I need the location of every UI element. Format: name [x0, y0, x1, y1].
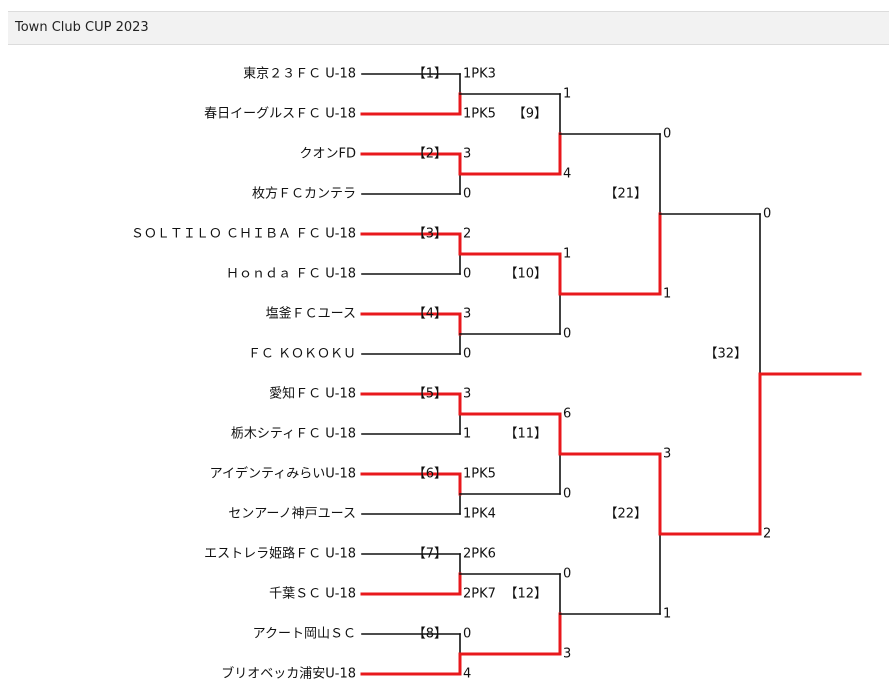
team-name: 春日イーグルスＦＣ U-18	[204, 107, 356, 122]
team-name: クオンFD	[300, 147, 357, 162]
team-score: 1PK5	[463, 107, 496, 122]
match-label: 【32】	[704, 347, 747, 362]
match-label: 【7】	[413, 547, 447, 562]
team-score: 1	[463, 427, 471, 442]
team-name: センアーノ神戸ユース	[228, 507, 356, 522]
match-score: 1	[563, 247, 571, 262]
match-score: 0	[563, 567, 571, 582]
match-label: 【6】	[413, 467, 447, 482]
match-label: 【1】	[413, 67, 447, 82]
team-score: 1PK3	[463, 67, 496, 82]
team-name: アクート岡山ＳＣ	[253, 627, 356, 642]
team-score: 3	[463, 387, 471, 402]
match-score: 3	[563, 647, 571, 662]
match-score: 1	[663, 287, 671, 302]
team-name: アイデンティみらいU-18	[210, 466, 356, 482]
team-score: 0	[463, 347, 471, 362]
team-score: 0	[463, 187, 471, 202]
team-name: 千葉ＳＣ U-18	[269, 587, 356, 602]
team-name: 栃木シティＦＣ U-18	[231, 427, 356, 442]
team-name: Ｈｏｎｄａ ＦＣ U-18	[226, 267, 356, 282]
team-name: 愛知ＦＣ U-18	[269, 386, 356, 402]
match-score: 1	[563, 87, 571, 102]
page-title: Town Club CUP 2023	[15, 20, 149, 35]
title-bar: Town Club CUP 2023	[8, 11, 889, 45]
team-score: 0	[463, 627, 471, 642]
team-score: 2	[463, 227, 471, 242]
match-label: 【2】	[413, 147, 447, 162]
team-name: 東京２３ＦＣ U-18	[243, 66, 356, 82]
match-label: 【3】	[413, 227, 447, 242]
match-label: 【4】	[413, 307, 447, 322]
team-score: 3	[463, 307, 471, 322]
team-score: 2PK6	[463, 547, 496, 562]
match-label: 【22】	[604, 507, 647, 522]
match-score: 0	[663, 127, 671, 142]
match-label: 【9】	[513, 107, 547, 122]
team-score: 2PK7	[463, 587, 496, 602]
team-score: 4	[463, 667, 471, 682]
team-name: ＦＣ ＫＯＫＯＫＵ	[248, 347, 356, 362]
match-score: 0	[563, 487, 571, 502]
match-label: 【12】	[504, 587, 547, 602]
match-score: 2	[763, 527, 771, 542]
team-score: 1PK5	[463, 467, 496, 482]
team-score: 1PK4	[463, 507, 496, 522]
team-name: ブリオベッカ浦安U-18	[221, 666, 356, 682]
match-score: 6	[563, 407, 571, 422]
match-label: 【11】	[504, 427, 547, 442]
match-score: 3	[663, 447, 671, 462]
match-label: 【10】	[504, 267, 547, 282]
team-name: 塩釜ＦＣユース	[266, 307, 356, 322]
match-label: 【8】	[413, 627, 447, 642]
team-score: 0	[463, 267, 471, 282]
team-score: 3	[463, 147, 471, 162]
team-name: 枚方ＦＣカンテラ	[252, 186, 356, 202]
team-name: エストレラ姫路ＦＣ U-18	[204, 546, 356, 562]
match-score: 0	[563, 327, 571, 342]
match-score: 0	[763, 207, 771, 222]
match-label: 【5】	[413, 387, 447, 402]
team-name: ＳＯＬＴＩＬＯ ＣＨＩＢＡ ＦＣ U-18	[131, 227, 356, 242]
match-label: 【21】	[604, 187, 647, 202]
match-score: 4	[563, 167, 571, 182]
match-score: 1	[663, 607, 671, 622]
